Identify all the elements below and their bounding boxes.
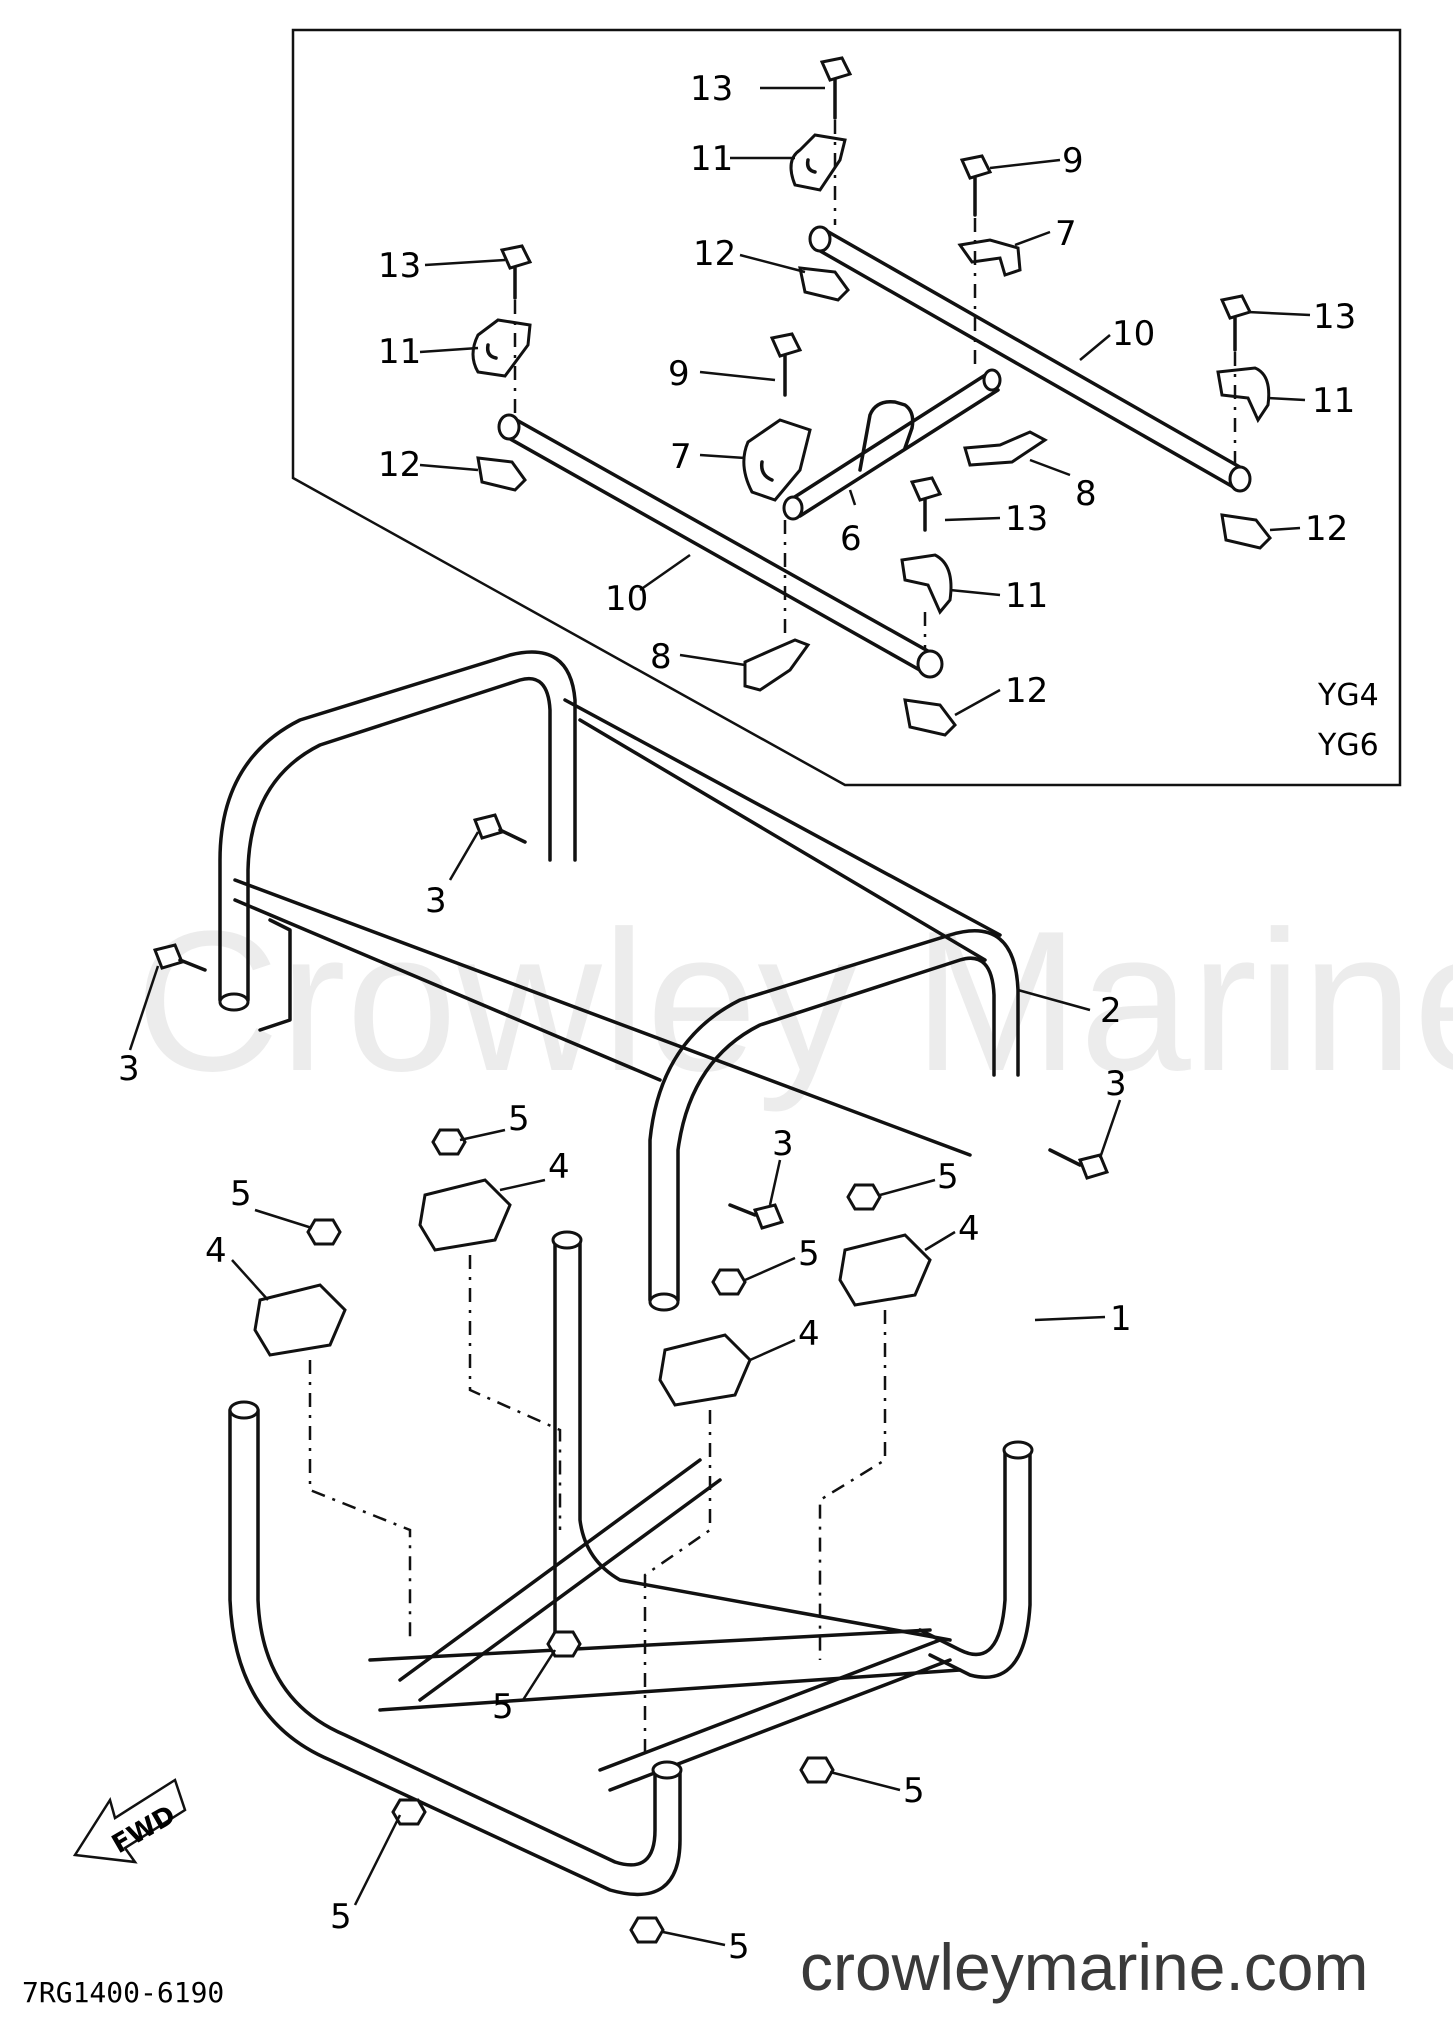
part-1-lower-frame — [228, 1230, 1034, 1897]
callout-4: 4 — [205, 1231, 227, 1271]
part-5-nut — [431, 1128, 467, 1156]
leader-lines — [128, 86, 1311, 1947]
part-11-clamp-left — [471, 318, 532, 378]
callout-5: 5 — [492, 1687, 514, 1727]
callout-2: 2 — [1100, 991, 1122, 1031]
callout-5: 5 — [903, 1771, 925, 1811]
part-13-bolt-left — [499, 244, 533, 300]
callout-5: 5 — [728, 1927, 750, 1967]
part-9-bolt-right — [959, 154, 993, 217]
part-12-retainer-bottom — [903, 698, 957, 737]
fwd-arrow-icon: FWD — [72, 1778, 187, 1864]
part-12-retainer-left — [476, 456, 527, 492]
part-5-nut — [799, 1756, 835, 1784]
callout-5: 5 — [330, 1897, 352, 1937]
callout-7: 7 — [1055, 214, 1077, 254]
part-5-nut — [846, 1183, 882, 1211]
callout-7: 7 — [670, 437, 692, 477]
callout-5: 5 — [508, 1099, 530, 1139]
callout-4: 4 — [958, 1209, 980, 1249]
part-4-mount-rear — [418, 1178, 512, 1252]
callout-12: 12 — [1305, 509, 1348, 549]
assembly-line — [468, 1255, 562, 1530]
callout-5: 5 — [230, 1174, 252, 1214]
part-2-upper-frame — [218, 650, 1020, 1312]
site-watermark: crowleymarine.com — [800, 1930, 1368, 2004]
inset-panel-outline — [291, 28, 1402, 787]
callout-6: 6 — [840, 519, 862, 559]
callout-4: 4 — [548, 1147, 570, 1187]
part-7-clamp-left — [742, 418, 812, 502]
part-3-bolt — [728, 1203, 785, 1230]
fwd-label: FWD — [107, 1800, 181, 1860]
part-8-bracket-right — [963, 430, 1048, 467]
callout-9: 9 — [1062, 141, 1084, 181]
callout-11: 11 — [378, 332, 421, 372]
callout-12: 12 — [378, 445, 421, 485]
part-6-handle-bar — [782, 368, 1002, 521]
callout-9: 9 — [668, 354, 690, 394]
part-10-left-bar — [497, 413, 944, 679]
part-5-nut — [629, 1916, 665, 1944]
watermark-text: Crowley Marine — [135, 890, 1453, 1113]
callout-13: 13 — [690, 69, 733, 109]
model-tag-yg4: YG4 — [1317, 678, 1379, 713]
part-8-bracket-left — [743, 638, 811, 692]
callout-5: 5 — [937, 1157, 959, 1197]
part-5-nut — [306, 1218, 342, 1246]
callout-8: 8 — [650, 637, 672, 677]
part-5-nut — [391, 1798, 427, 1826]
part-3-bolt — [472, 813, 527, 844]
callout-13: 13 — [1313, 297, 1356, 337]
callout-10: 10 — [1112, 314, 1155, 354]
callout-3: 3 — [425, 881, 447, 921]
part-4-mount-right — [838, 1233, 932, 1307]
part-11-clamp-center — [900, 553, 953, 615]
part-4-mount-left — [253, 1283, 347, 1357]
callout-3: 3 — [772, 1124, 794, 1164]
part-4-mount-center — [658, 1333, 752, 1407]
callout-3: 3 — [1105, 1064, 1127, 1104]
callout-12: 12 — [693, 234, 736, 274]
part-13-bolt-right — [1219, 294, 1253, 352]
callout-11: 11 — [1312, 381, 1355, 421]
callout-1: 1 — [1110, 1299, 1132, 1339]
callout-10: 10 — [605, 579, 648, 619]
part-12-retainer-right — [1220, 513, 1272, 550]
part-5-nut — [546, 1630, 582, 1658]
part-13-bolt-top — [819, 56, 853, 120]
assembly-line — [308, 1360, 412, 1640]
part-3-bolt — [152, 943, 207, 972]
part-3-bolt — [1048, 1148, 1110, 1180]
model-tag-yg6: YG6 — [1317, 728, 1379, 763]
callout-13: 13 — [378, 246, 421, 286]
callout-11: 11 — [690, 139, 733, 179]
part-13-bolt-center — [909, 476, 943, 532]
part-9-bolt-left — [769, 332, 803, 397]
callout-12: 12 — [1005, 671, 1048, 711]
callout-11: 11 — [1005, 576, 1048, 616]
callout-8: 8 — [1075, 474, 1097, 514]
part-code: 7RG1400-6190 — [22, 1976, 224, 2009]
part-11-clamp-right — [1216, 366, 1271, 424]
part-7-clamp-right — [957, 238, 1022, 277]
callout-4: 4 — [798, 1314, 820, 1354]
callout-3: 3 — [118, 1049, 140, 1089]
part-10-right-bar — [808, 225, 1252, 493]
callout-13: 13 — [1005, 499, 1048, 539]
part-11-clamp-top — [789, 133, 847, 192]
callout-5: 5 — [798, 1234, 820, 1274]
part-5-nut — [711, 1268, 747, 1296]
part-12-retainer-top — [798, 266, 850, 302]
assembly-line — [818, 1310, 887, 1660]
